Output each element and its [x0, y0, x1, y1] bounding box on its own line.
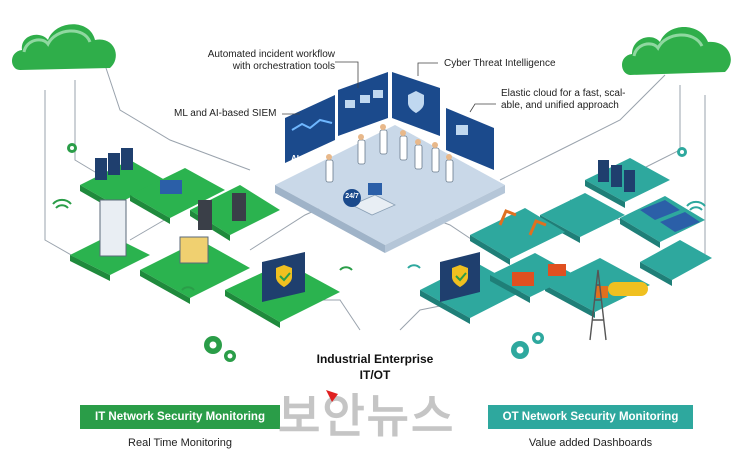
ot-subtitle: Value added Dashboards — [528, 437, 653, 449]
shield-check-icon — [440, 252, 480, 302]
cloud-callout: Elastic cloud for a fast, scal- able, an… — [501, 88, 626, 112]
siem-screen — [285, 95, 335, 163]
monitor-icon — [99, 180, 209, 264]
analyst-heads — [326, 124, 452, 160]
server-icon — [598, 160, 635, 192]
siem-callout: ML and AI-based SIEM — [174, 108, 277, 119]
cloud-callout-line2: able, and unified approach — [501, 100, 619, 111]
analyst-team — [325, 129, 454, 183]
watermark-accent-icon — [326, 390, 338, 402]
robot-arm-icon — [498, 209, 547, 236]
support-badge: 24/7 — [345, 193, 359, 200]
callout-lines — [282, 61, 496, 115]
tower-icon — [589, 269, 607, 341]
threat-intel-callout: Cyber Threat Intelligence — [444, 58, 556, 69]
siem-screen-tag: AI — [291, 154, 299, 163]
it-banner: IT Network Security Monitoring — [80, 405, 280, 429]
workflow-callout-line1: Automated incident workflow — [207, 49, 335, 60]
watermark-logo: 보안뉴스 — [278, 389, 456, 443]
siem-screen-label: AI — [291, 154, 299, 163]
wifi-icon — [407, 200, 706, 269]
wifi-icon — [52, 198, 353, 291]
workflow-callout-line2: with orchestration tools — [232, 61, 335, 72]
ot-banner: OT Network Security Monitoring — [488, 405, 693, 429]
threat-intel-screen — [392, 72, 440, 136]
soc-hub-platform — [275, 72, 505, 253]
cloud-icon — [622, 27, 731, 75]
support-desk — [343, 183, 396, 216]
gear-icon — [67, 143, 236, 362]
cloud-callout-line1: Elastic cloud for a fast, scal- — [501, 88, 626, 99]
workflow-screen — [338, 72, 388, 136]
solar-panel-icon — [640, 200, 700, 232]
center-title-line1: Industrial Enterprise — [316, 352, 434, 366]
cloud-screen — [446, 108, 494, 170]
center-title-line2: IT/OT — [359, 368, 391, 382]
tank-truck-icon — [512, 264, 648, 298]
support-badge-label: 24/7 — [345, 193, 359, 200]
server-icon — [95, 148, 246, 230]
shield-check-icon — [262, 252, 305, 302]
gear-icon — [511, 147, 687, 359]
workflow-callout: Automated incident workflow with orchest… — [190, 49, 335, 73]
it-subtitle: Real Time Monitoring — [128, 437, 232, 449]
cloud-icon — [12, 24, 116, 70]
